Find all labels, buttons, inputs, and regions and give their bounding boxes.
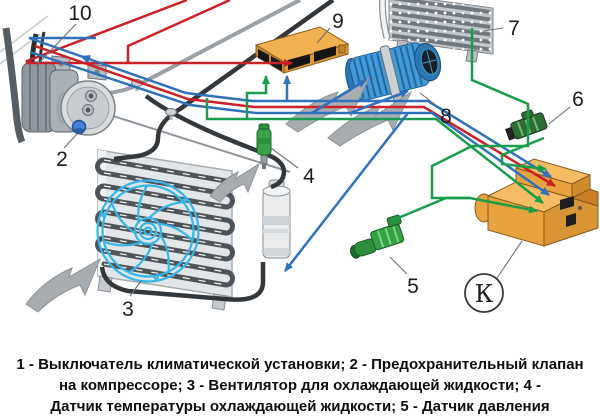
callout-10: 10 (68, 2, 91, 25)
callout-6: 6 (572, 88, 584, 111)
signal-line-blue (284, 112, 409, 272)
connector-6 (505, 109, 548, 141)
callout-7: 7 (508, 17, 520, 40)
signal-line-red (126, 0, 231, 63)
evaporator (379, 0, 494, 63)
signal-line-green (390, 196, 470, 223)
callout-2: 2 (56, 148, 68, 171)
callout-4: 4 (303, 165, 315, 188)
signal-line-red (25, 0, 293, 67)
arrow-to-compressor-icon (80, 55, 91, 64)
pressure-switch (256, 123, 272, 169)
connector-5 (350, 214, 405, 259)
control-module (254, 26, 350, 74)
compressor (2, 27, 116, 144)
callout-5: 5 (407, 275, 419, 298)
climate-system-diagram: 10 2 3 4 5 6 7 8 9 К (0, 0, 599, 321)
caption: 1 - Выключатель климатической установки;… (0, 354, 600, 417)
signal-line-red (34, 44, 556, 188)
signal-line-green (500, 136, 547, 173)
airflow-arrow-icon (25, 162, 261, 313)
safety-valve (71, 119, 87, 135)
caption-line-3: Датчик температуры охлаждающей жидкости;… (50, 398, 550, 415)
caption-line-1: 1 - Выключатель климатической установки;… (16, 356, 584, 373)
signal-lines (25, 0, 556, 272)
callout-K: К (475, 280, 494, 308)
signal-line-green (205, 98, 544, 204)
signal-line-blue (349, 89, 409, 115)
callout-leaders (35, 23, 571, 297)
signal-line-blue (28, 36, 552, 179)
receiver-drier (262, 179, 291, 259)
signal-line-blue (311, 78, 367, 115)
caption-line-2: на компрессоре; 3 - Вентилятор для охлаж… (58, 377, 542, 394)
callout-8: 8 (440, 105, 452, 128)
signal-line-green (245, 75, 270, 119)
callout-9: 9 (332, 10, 344, 33)
signal-line-blue (29, 50, 550, 197)
coolant-fan (96, 179, 200, 283)
callout-3: 3 (122, 298, 134, 321)
callout-K-badge: К (464, 273, 504, 313)
